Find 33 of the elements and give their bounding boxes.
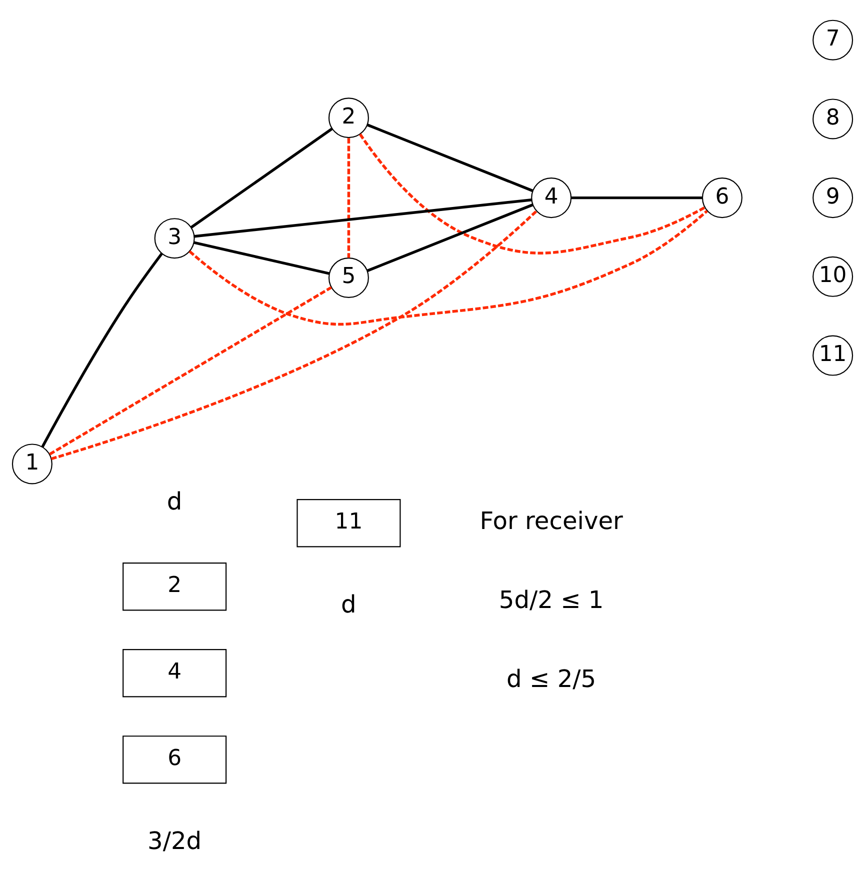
connector [194, 198, 532, 238]
node-circle: 10 [812, 256, 854, 296]
node-circle: 3 [154, 218, 195, 258]
connector [366, 203, 534, 272]
node-circle: 9 [812, 177, 854, 218]
connector [41, 252, 163, 447]
node-box: 4 [122, 648, 227, 697]
connector [49, 286, 332, 455]
node-box: 11 [296, 498, 401, 547]
node-circle: 11 [812, 334, 854, 376]
node-circle: 8 [812, 98, 854, 139]
connector [571, 196, 702, 199]
node-box: 6 [122, 735, 227, 784]
node-circle: 7 [812, 19, 854, 60]
label: d ≤ 2/5 [506, 664, 596, 692]
connector [188, 209, 708, 326]
connector [358, 132, 706, 254]
connector [190, 127, 333, 228]
connector [347, 138, 350, 258]
node-box: 2 [122, 562, 227, 610]
node-circle: 6 [702, 177, 742, 218]
connector [194, 240, 330, 274]
node-circle: 5 [328, 257, 369, 298]
label: 5d/2 ≤ 1 [498, 586, 604, 614]
label: d [341, 590, 356, 618]
connector [50, 210, 538, 460]
node-circle: 1 [12, 443, 52, 484]
node-circle: 2 [328, 97, 369, 138]
connector [366, 123, 534, 192]
label: 3/2d [148, 826, 202, 855]
label: d [166, 487, 182, 516]
node-circle: 4 [531, 177, 572, 218]
label: For receiver [480, 506, 623, 535]
